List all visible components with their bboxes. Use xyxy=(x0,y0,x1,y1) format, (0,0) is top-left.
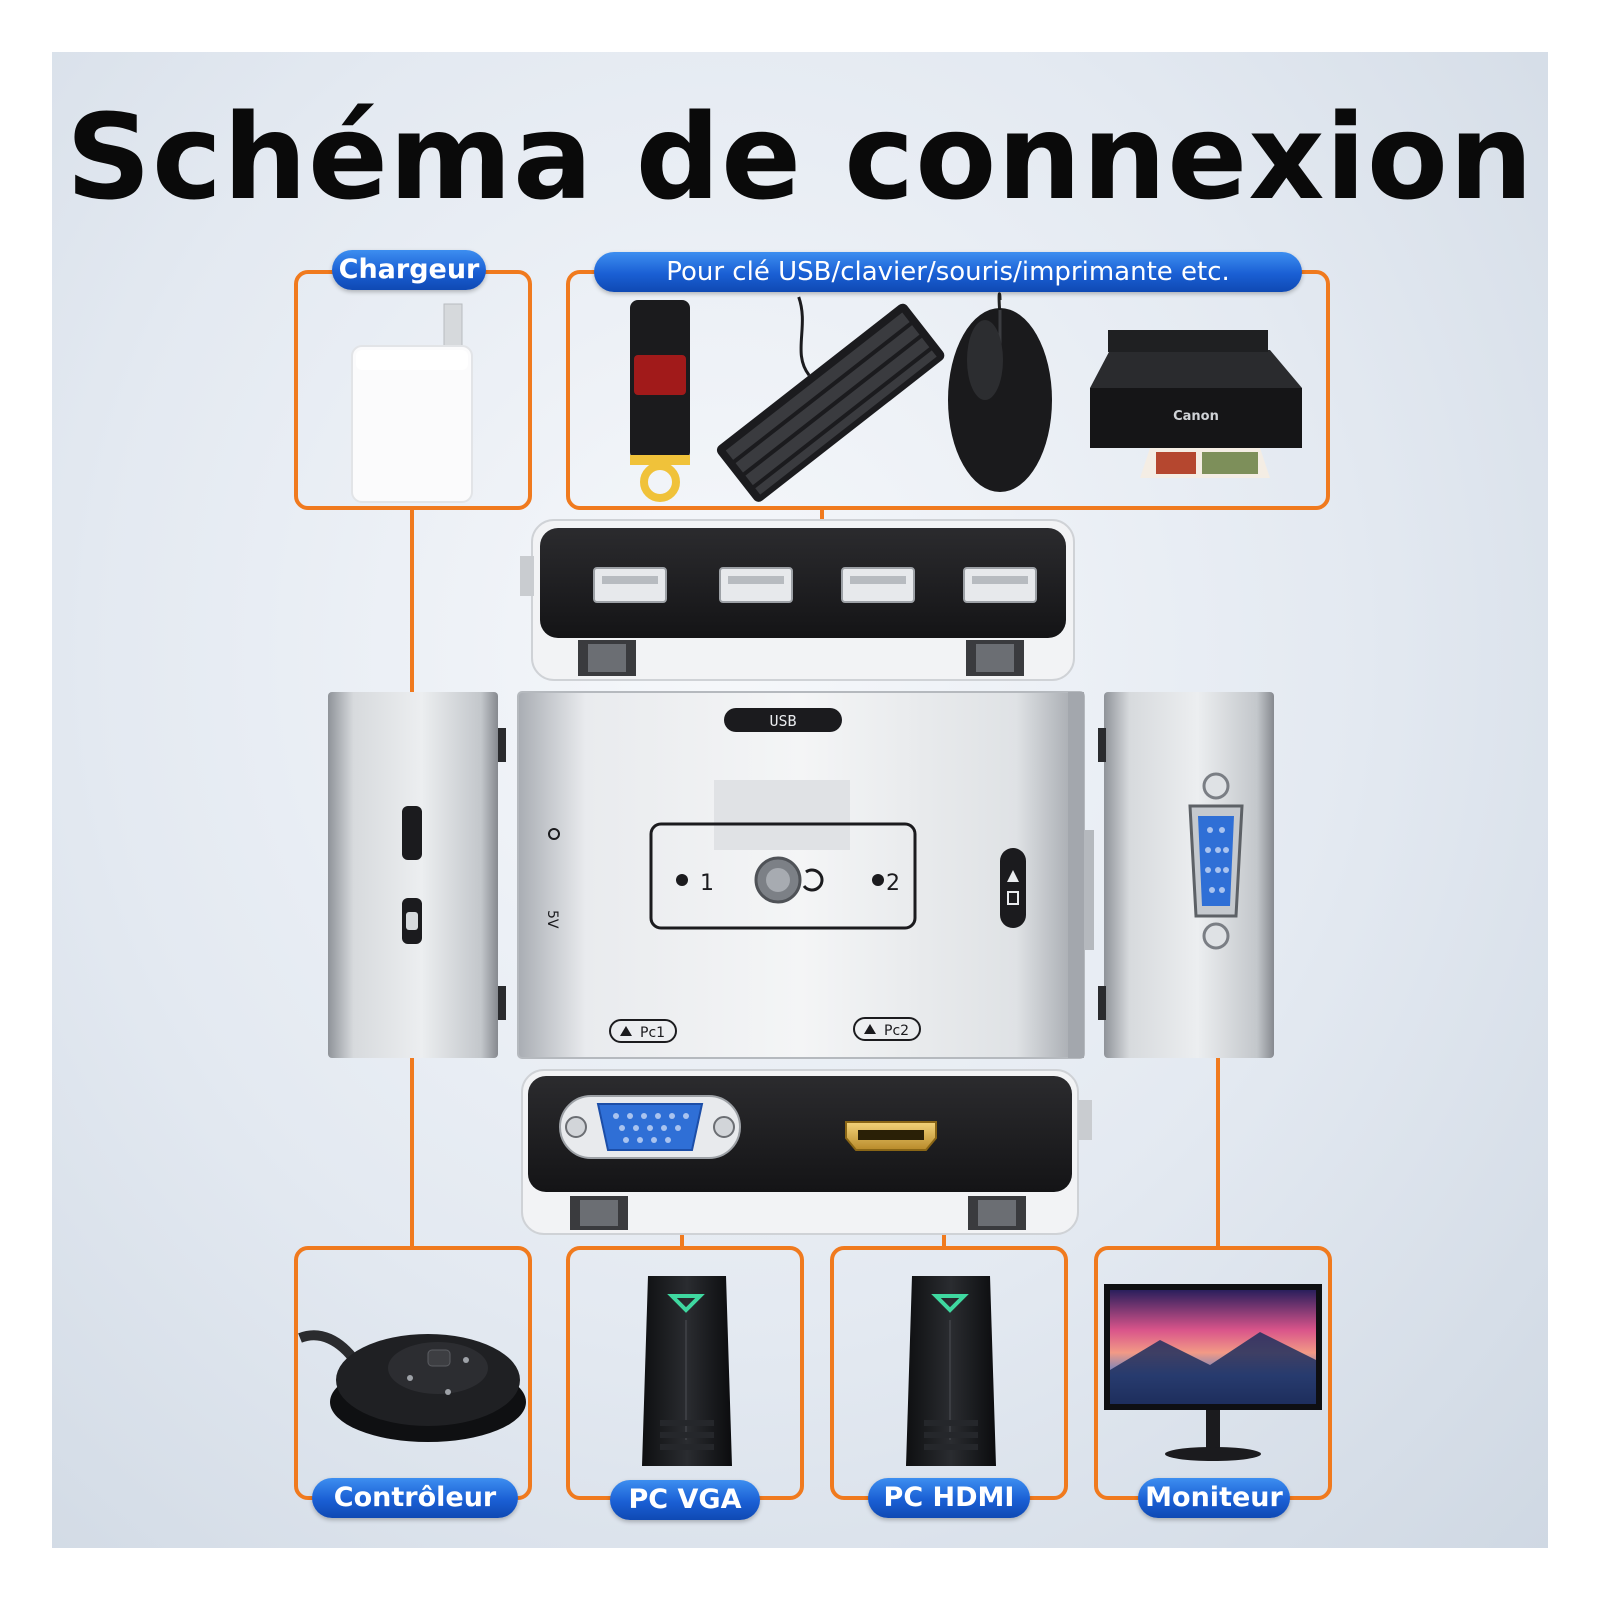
charger-label: Chargeur xyxy=(332,250,486,290)
pc2-tag-label: Pc2 xyxy=(884,1023,909,1039)
peripherals-label: Pour clé USB/clavier/souris/imprimante e… xyxy=(594,252,1302,292)
switch-front-panel: USB 1 2 5V Pc1 Pc2 xyxy=(517,691,1094,1059)
diagram-title: Schéma de connexion xyxy=(66,88,1534,226)
left-side-panel xyxy=(328,692,506,1058)
usb-stick-icon xyxy=(630,300,690,502)
pc1-tag-label: Pc1 xyxy=(640,1025,665,1041)
monitor-label: Moniteur xyxy=(1138,1478,1290,1518)
port-1-label: 1 xyxy=(700,871,714,896)
refresh-icon xyxy=(802,868,824,892)
controller-icon xyxy=(298,1330,526,1442)
printer-icon: Canon xyxy=(1090,330,1302,478)
usb-panel xyxy=(520,519,1075,681)
pc-vga-icon xyxy=(642,1276,732,1466)
charger-icon xyxy=(351,303,473,503)
controller-label: Contrôleur xyxy=(312,1478,518,1518)
mouse-icon xyxy=(948,292,1052,492)
led-1-icon xyxy=(676,874,688,886)
usb-badge xyxy=(724,708,842,732)
keyboard-icon xyxy=(716,296,945,502)
pc1-tag xyxy=(609,1019,677,1043)
pc-hdmi-label: PC HDMI xyxy=(868,1478,1030,1518)
monitor-icon xyxy=(1104,1284,1322,1461)
usb-c-port xyxy=(402,806,422,860)
power-icon xyxy=(548,828,560,840)
power-label: 5V xyxy=(544,910,560,929)
right-side-panel xyxy=(1098,692,1274,1058)
printer-brand: Canon xyxy=(1173,409,1219,424)
pc2-tag xyxy=(853,1017,921,1041)
side-switch[interactable] xyxy=(1000,848,1026,928)
selector-box xyxy=(649,822,917,930)
usb-badge-label: USB xyxy=(769,712,796,730)
port-2-label: 2 xyxy=(886,871,900,896)
pc-hdmi-icon xyxy=(906,1276,996,1466)
input-panel xyxy=(521,1069,1092,1235)
usb-port-3 xyxy=(841,567,915,603)
pc-vga-label: PC VGA xyxy=(610,1480,760,1520)
led-2-icon xyxy=(872,874,884,886)
usb-port-4 xyxy=(963,567,1037,603)
usb-port-1 xyxy=(593,567,667,603)
usb-port-2 xyxy=(719,567,793,603)
